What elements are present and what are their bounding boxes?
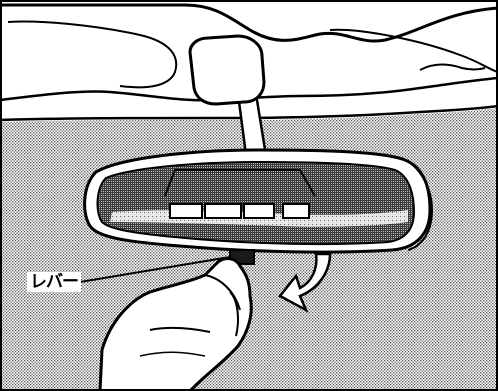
mirror-mount bbox=[188, 34, 266, 106]
headliner-edge bbox=[0, 3, 498, 43]
lever-label: レバー bbox=[27, 272, 81, 292]
hand-icon bbox=[98, 257, 253, 391]
dashboard-top-line bbox=[0, 104, 498, 122]
rotate-arrow-icon bbox=[278, 252, 332, 313]
callout-line bbox=[79, 256, 231, 283]
